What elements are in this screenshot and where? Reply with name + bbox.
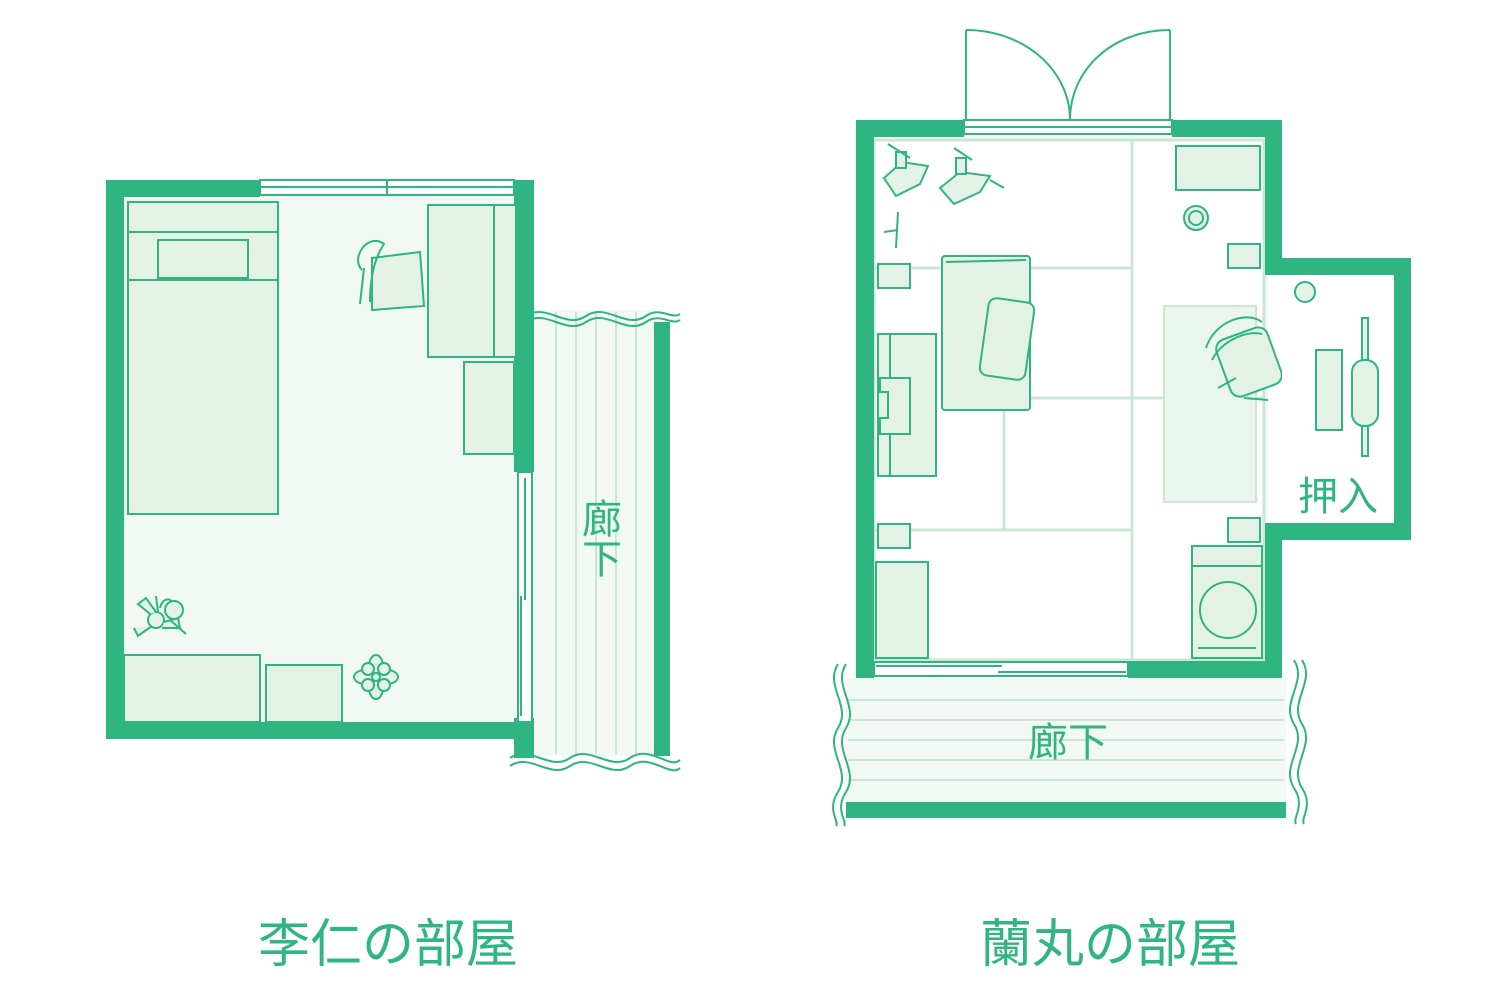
left-corridor: 廊下 <box>509 310 681 772</box>
low-table <box>941 255 1036 411</box>
small-box <box>1227 243 1261 269</box>
pillow <box>157 239 249 279</box>
office-chair <box>1205 316 1283 401</box>
right-room-walls <box>856 120 1411 678</box>
closet: 押入 <box>1282 275 1394 523</box>
closet-round-item <box>1294 281 1316 303</box>
right-room-sliding-door <box>873 661 1129 677</box>
small-box <box>1227 517 1261 543</box>
left-room-walls <box>106 180 534 758</box>
cabinet <box>1175 145 1261 191</box>
low-shelf-left <box>123 654 261 723</box>
desk <box>427 204 517 358</box>
fan-icon <box>133 595 187 638</box>
left-room-title: 李仁の部屋 <box>258 915 518 975</box>
left-room-sliding-door <box>517 471 533 723</box>
plant-icon <box>353 654 399 700</box>
closet-hanger <box>1351 359 1379 427</box>
right-room-title: 蘭丸の部屋 <box>980 915 1240 975</box>
bookshelf <box>875 561 929 659</box>
lamp-icon <box>882 143 1005 249</box>
small-box <box>877 263 911 289</box>
small-box <box>877 523 911 549</box>
left-room-window <box>259 179 515 196</box>
side-cabinet <box>463 361 515 455</box>
right-corridor: 廊下 <box>832 659 1308 827</box>
left-room: 廊下 李仁の部屋 <box>106 179 681 975</box>
washing-machine <box>1191 545 1263 659</box>
left-corridor-label: 廊下 <box>575 498 621 578</box>
right-room: 押入 廊下 蘭丸の部屋 <box>832 29 1411 975</box>
round-stool <box>1183 205 1209 231</box>
closet-label: 押入 <box>1298 474 1378 520</box>
low-shelf-right <box>265 664 343 723</box>
tv-stand <box>877 333 937 477</box>
desk-chair <box>357 240 426 312</box>
closet-box <box>1315 349 1343 431</box>
right-corridor-label: 廊下 <box>1028 720 1108 766</box>
balcony-doors <box>963 29 1173 135</box>
bed <box>127 201 279 515</box>
cushion <box>978 297 1036 381</box>
